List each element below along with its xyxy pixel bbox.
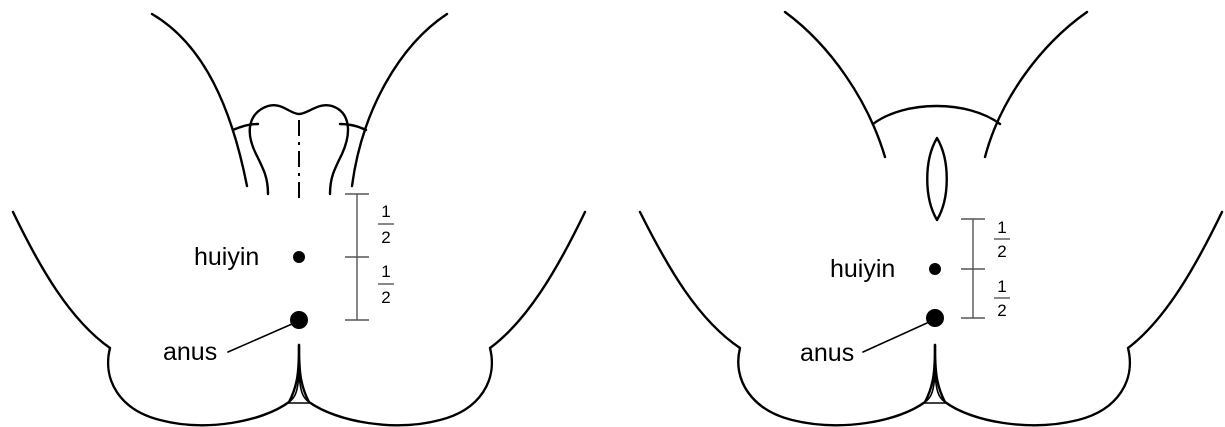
anus-label: anus [800, 339, 854, 367]
lower-fraction-numerator: 1 [381, 262, 390, 281]
lower-fraction-denominator: 2 [997, 301, 1006, 320]
left-groin-crease [233, 124, 258, 130]
huiyin-point [293, 251, 305, 263]
measurement-scale: 1 2 1 2 [345, 194, 394, 320]
anus-point [290, 311, 308, 329]
measurement-scale: 1 2 1 2 [961, 218, 1010, 320]
vulva-outline [927, 138, 947, 220]
huiyin-label: huiyin [830, 255, 895, 283]
upper-fraction-denominator: 2 [997, 242, 1006, 261]
upper-fraction-numerator: 1 [381, 202, 390, 221]
anus-point [926, 309, 944, 327]
huiyin-point [929, 263, 941, 275]
left-thigh-outline [152, 14, 247, 186]
anus-leader-line [228, 324, 292, 352]
anus-label: anus [163, 338, 217, 366]
lower-fraction-denominator: 2 [381, 288, 390, 307]
left-thigh-outline [785, 12, 885, 157]
right-thigh-outline [352, 14, 447, 186]
mons-arc [873, 106, 1000, 124]
right-buttock-outline [299, 212, 585, 425]
male-panel: huiyin anus 1 2 1 2 [13, 14, 585, 425]
huiyin-label: huiyin [194, 243, 259, 271]
scrotum-outline [250, 105, 348, 194]
upper-fraction-numerator: 1 [997, 218, 1006, 237]
lower-fraction-numerator: 1 [997, 277, 1006, 296]
anus-leader-line [863, 323, 927, 352]
right-groin-crease [340, 124, 366, 130]
upper-fraction-denominator: 2 [381, 228, 390, 247]
female-panel: huiyin anus 1 2 1 2 [640, 12, 1222, 425]
right-thigh-outline [985, 12, 1087, 157]
left-buttock-outline [640, 212, 935, 425]
